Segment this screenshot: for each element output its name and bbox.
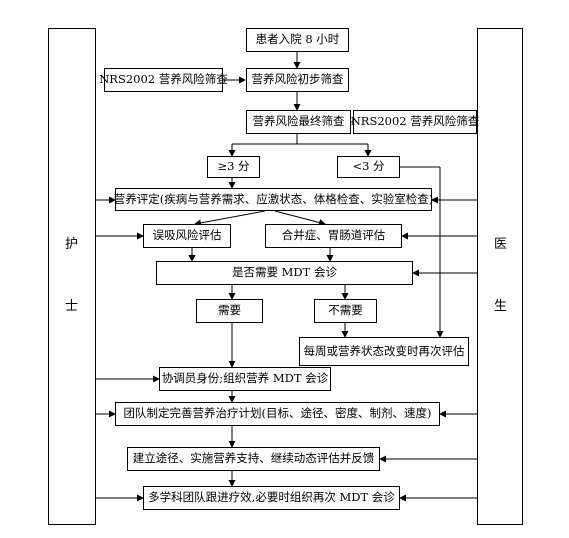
- initial-screening-box: 营养风险初步筛查: [246, 68, 349, 92]
- coordinator-box: 协调员身份;组织营养 MDT 会诊: [159, 367, 331, 391]
- complication-gi-box: 合并症、胃肠道评估: [265, 224, 402, 248]
- final-screening-box: 营养风险最终筛查: [246, 110, 351, 134]
- nrs-left-box: NRS2002 营养风险筛查: [99, 68, 228, 92]
- nutrition-assessment-box: 营养评定(疾病与营养需求、应激状态、体格检查、实验室检查): [114, 188, 433, 211]
- nrs-right-box: NRS2002 营养风险筛查: [351, 110, 479, 134]
- mdt-question-box: 是否需要 MDT 会诊: [156, 261, 413, 285]
- needed-box: 需要: [196, 299, 263, 323]
- nurse-label-1: 护: [65, 237, 79, 252]
- implement-box: 建立途径、实施营养支持、继续动态评估并反馈: [127, 447, 380, 471]
- nurse-label-2: 士: [65, 299, 79, 314]
- weekly-reassess-box: 每周或营养状态改变时再次评估: [299, 337, 469, 366]
- team-plan-box: 团队制定完善营养治疗计划(目标、途径、密度、制剂、速度): [115, 402, 440, 426]
- doctor-label-1: 医: [494, 237, 508, 252]
- followup-box: 多学科团队跟进疗效,必要时组织再次 MDT 会诊: [143, 486, 400, 510]
- admission-box: 患者入院 8 小时: [246, 28, 349, 52]
- aspiration-risk-box: 误吸风险评估: [143, 224, 231, 248]
- doctor-label-2: 生: [494, 299, 508, 314]
- score-low-box: <3 分: [337, 156, 400, 178]
- score-high-box: ≥3 分: [207, 156, 260, 178]
- nurse-column: [48, 28, 96, 525]
- doctor-column: [477, 28, 523, 525]
- not-needed-box: 不需要: [314, 299, 377, 323]
